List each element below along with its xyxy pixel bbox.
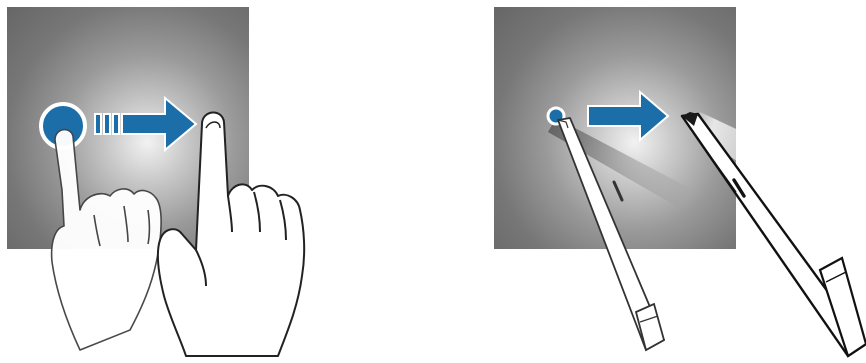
- swipe-arrow-icon: [95, 98, 196, 150]
- swipe-arrow-icon: [588, 92, 668, 140]
- pen-motion-trail: [690, 112, 866, 240]
- hand-icon: [158, 112, 304, 356]
- hand-icon: [52, 130, 162, 350]
